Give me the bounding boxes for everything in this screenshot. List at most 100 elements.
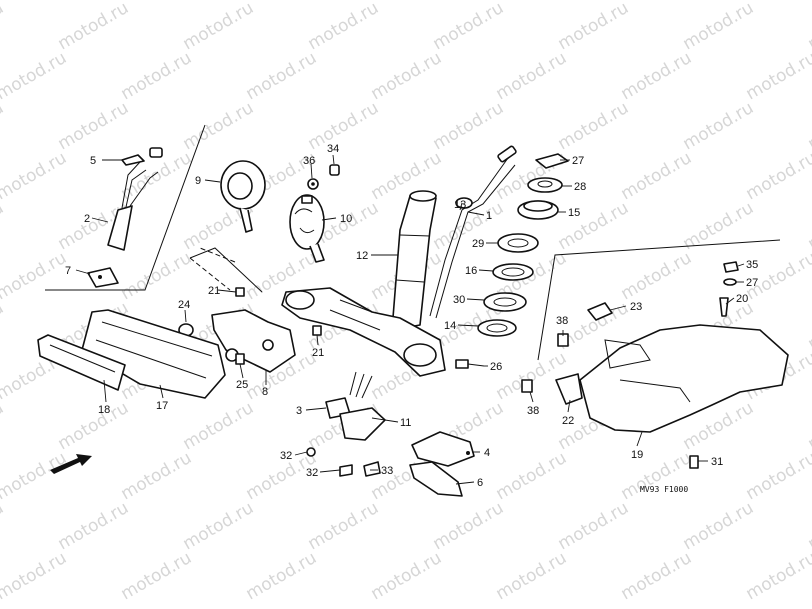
callout-13: 13 xyxy=(454,199,466,211)
watermark-text: motod.ru xyxy=(618,448,696,504)
part-18-emblem xyxy=(37,334,126,391)
part-34-36-fasteners xyxy=(307,164,340,190)
part-20-screw xyxy=(719,297,729,317)
watermark-text: motod.ru xyxy=(805,498,812,554)
callout-10: 10 xyxy=(340,213,352,225)
part-12-steering-stem xyxy=(391,190,437,331)
watermark-text: motod.ru xyxy=(555,198,633,254)
callout-24: 24 xyxy=(178,299,190,311)
leader-lines xyxy=(75,154,745,485)
watermark-text: motod.ru xyxy=(180,98,258,154)
watermark-text: motod.ru xyxy=(743,148,812,204)
watermark-text: motod.ru xyxy=(55,0,133,54)
watermark-text: motod.ru xyxy=(430,498,508,554)
callout-8: 8 xyxy=(262,386,268,398)
part-15-nut xyxy=(517,200,559,220)
watermark-text: motod.ru xyxy=(368,48,446,104)
callout-35: 35 xyxy=(746,259,758,271)
watermark-text: motod.ru xyxy=(305,98,383,154)
watermark-text: motod.ru xyxy=(0,0,70,4)
watermark-text: motod.ru xyxy=(0,298,7,354)
callout-27-right: 27 xyxy=(746,277,758,289)
callout-15: 15 xyxy=(568,207,580,219)
watermark-text: motod.ru xyxy=(305,498,383,554)
part-28-nut xyxy=(527,177,563,193)
callout-12: 12 xyxy=(356,250,368,262)
watermark-text: motod.ru xyxy=(430,98,508,154)
watermark-text: motod.ru xyxy=(805,98,812,154)
watermark-text: motod.ru xyxy=(743,548,812,604)
watermark-text: motod.ru xyxy=(243,48,321,104)
callout-6: 6 xyxy=(477,477,483,489)
watermark-text: motod.ru xyxy=(118,0,196,4)
callout-32-lower: 32 xyxy=(306,467,318,479)
watermark-text: motod.ru xyxy=(743,48,812,104)
callout-26: 26 xyxy=(490,361,502,373)
watermark-text: motod.ru xyxy=(180,398,258,454)
part-21-bolt-upper xyxy=(235,287,245,297)
watermark-text: motod.ru xyxy=(55,498,133,554)
part-26-bolt xyxy=(455,359,485,369)
section-boundaries xyxy=(45,124,781,361)
part-16-race xyxy=(492,263,534,281)
callout-28: 28 xyxy=(574,181,586,193)
watermark-text: motod.ru xyxy=(618,48,696,104)
part-3-switch xyxy=(325,371,386,441)
watermark-text: motod.ru xyxy=(493,48,571,104)
part-21-bolt-lower xyxy=(312,325,322,336)
watermark-text: motod.ru xyxy=(305,0,383,54)
watermark-text: motod.ru xyxy=(0,0,7,54)
watermark-text: motod.ru xyxy=(0,398,7,454)
watermark-text: motod.ru xyxy=(0,248,70,304)
watermark-text: motod.ru xyxy=(243,548,321,604)
part-10-horn xyxy=(289,194,325,263)
watermark-text: motod.ru xyxy=(493,0,571,4)
callout-22: 22 xyxy=(562,415,574,427)
watermark-text: motod.ru xyxy=(368,548,446,604)
watermark-text: motod.ru xyxy=(555,98,633,154)
callout-4: 4 xyxy=(484,447,490,459)
callout-19: 19 xyxy=(631,449,643,461)
part-19-under-panel xyxy=(579,324,789,433)
callout-16: 16 xyxy=(465,265,477,277)
callout-27-top: 27 xyxy=(572,155,584,167)
callout-32-upper: 32 xyxy=(280,450,292,462)
watermark-text: motod.ru xyxy=(118,48,196,104)
watermark-text: motod.ru xyxy=(618,0,696,4)
callout-5: 5 xyxy=(90,155,96,167)
watermark-text: motod.ru xyxy=(180,0,258,54)
part-8-bracket xyxy=(211,309,296,373)
watermark-text: motod.ru xyxy=(0,498,7,554)
watermark-text: motod.ru xyxy=(55,398,133,454)
part-6-cover xyxy=(409,461,463,497)
callout-17: 17 xyxy=(156,400,168,412)
callout-31: 31 xyxy=(711,456,723,468)
watermark-text: motod.ru xyxy=(0,548,70,604)
callout-1: 1 xyxy=(486,210,492,222)
part-14-seal xyxy=(477,319,517,337)
callout-20: 20 xyxy=(736,293,748,305)
callout-25: 25 xyxy=(236,379,248,391)
callout-34: 34 xyxy=(327,143,339,155)
part-35-27-washers xyxy=(723,261,739,286)
callout-7: 7 xyxy=(65,265,71,277)
watermark-text: motod.ru xyxy=(555,0,633,54)
watermark-text: motod.ru xyxy=(180,498,258,554)
watermark-text: motod.ru xyxy=(0,198,7,254)
watermark-text: motod.ru xyxy=(805,398,812,454)
part-25-bolt xyxy=(235,353,245,365)
watermark-text: motod.ru xyxy=(0,98,7,154)
part-27-lock-washer xyxy=(535,153,569,169)
callout-33: 33 xyxy=(381,465,393,477)
watermark-text: motod.ru xyxy=(368,0,446,4)
watermark-text: motod.ru xyxy=(118,548,196,604)
watermark-text: motod.ru xyxy=(680,0,758,54)
part-29-bearing xyxy=(497,233,539,253)
callout-9: 9 xyxy=(195,175,201,187)
callout-14: 14 xyxy=(444,320,456,332)
watermark-text: motod.ru xyxy=(555,498,633,554)
watermark-text: motod.ru xyxy=(805,0,812,54)
part-23-clip xyxy=(587,302,613,321)
part-bottom-bridge xyxy=(281,287,446,377)
